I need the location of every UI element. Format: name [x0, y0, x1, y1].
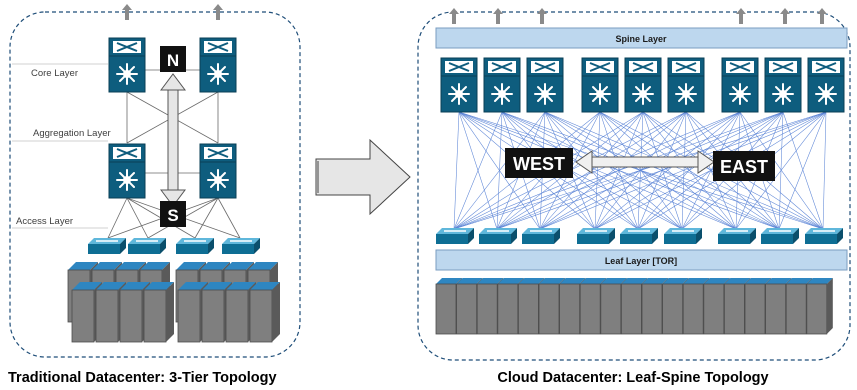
mesh-link: [539, 111, 687, 230]
spine-switch: [764, 57, 802, 113]
south-label: S: [167, 206, 178, 225]
mesh-link: [594, 111, 827, 230]
cloud-server-rack: [806, 277, 834, 335]
mesh-link: [539, 111, 827, 230]
aggregation-switch-right: [199, 143, 237, 199]
mesh-link: [735, 111, 827, 230]
core-switch-right: [199, 37, 237, 93]
leaf-switch: [804, 227, 844, 245]
access-switches: [87, 237, 261, 255]
mesh-link: [739, 111, 824, 230]
mesh-link: [544, 111, 683, 230]
mesh-link: [782, 111, 824, 230]
mesh-link: [599, 111, 824, 230]
leaf-switch: [760, 227, 800, 245]
leaf-switch: [435, 227, 475, 245]
cloud-boundary: [417, 11, 851, 361]
spine-switch: [807, 57, 845, 113]
leaf-spine-mesh-links: [453, 111, 827, 230]
mesh-link: [822, 111, 827, 230]
cloud-server-racks: [435, 277, 834, 335]
west-label: WEST: [513, 154, 565, 174]
spine-switch: [624, 57, 662, 113]
mesh-link: [599, 111, 683, 230]
traditional-caption: Traditional Datacenter: 3-Tier Topology: [8, 370, 277, 386]
aggregation-switch-left: [108, 143, 146, 199]
mesh-link: [599, 111, 737, 230]
east-label: EAST: [720, 157, 768, 177]
spine-layer-label: Spine Layer: [615, 34, 667, 44]
leaf-switch: [521, 227, 561, 245]
north-south-arrow: [160, 73, 186, 207]
aggregation-layer-label: Aggregation Layer: [33, 128, 111, 139]
cloud-caption: Cloud Datacenter: Leaf-Spine Topology: [497, 370, 768, 386]
mesh-link: [453, 111, 784, 230]
leaf-switch: [663, 227, 703, 245]
access-layer-label: Access Layer: [16, 216, 73, 227]
east-west-arrow: [575, 150, 715, 174]
leaf-layer-band: [435, 249, 848, 271]
leaf-switch: [478, 227, 518, 245]
transition-arrow: [315, 138, 411, 216]
east-badge: [713, 151, 775, 181]
south-badge: [160, 201, 186, 227]
mesh-link: [453, 111, 460, 230]
spine-switch: [483, 57, 521, 113]
spine-switch: [667, 57, 705, 113]
mesh-link: [496, 111, 827, 230]
leaf-switch: [717, 227, 757, 245]
mesh-link: [594, 111, 784, 230]
mesh-link: [681, 111, 687, 230]
traditional-links: [107, 69, 241, 239]
west-badge: [505, 148, 573, 178]
spine-switch: [581, 57, 619, 113]
north-badge: [160, 46, 186, 72]
mesh-link: [594, 111, 741, 230]
mesh-link: [453, 111, 503, 230]
mesh-link: [453, 111, 546, 230]
spine-layer-band: [435, 27, 848, 49]
leaf-layer-label: Leaf Layer [TOR]: [605, 256, 677, 266]
mesh-link: [453, 111, 741, 230]
spine-switch: [721, 57, 759, 113]
mesh-link: [453, 111, 827, 230]
spine-uplink-arrows: [449, 8, 827, 24]
spine-switches: [440, 57, 845, 113]
leaf-switch: [619, 227, 659, 245]
core-switch-left: [108, 37, 146, 93]
traditional-boundary: [9, 11, 301, 358]
leaf-switch: [576, 227, 616, 245]
layer-dividers: [12, 63, 108, 229]
north-label: N: [167, 51, 179, 70]
spine-switch: [440, 57, 478, 113]
spine-switch: [526, 57, 564, 113]
mesh-link: [642, 111, 683, 230]
core-layer-label: Core Layer: [31, 68, 78, 79]
mesh-link: [778, 111, 827, 230]
leaf-switches: [435, 227, 844, 245]
